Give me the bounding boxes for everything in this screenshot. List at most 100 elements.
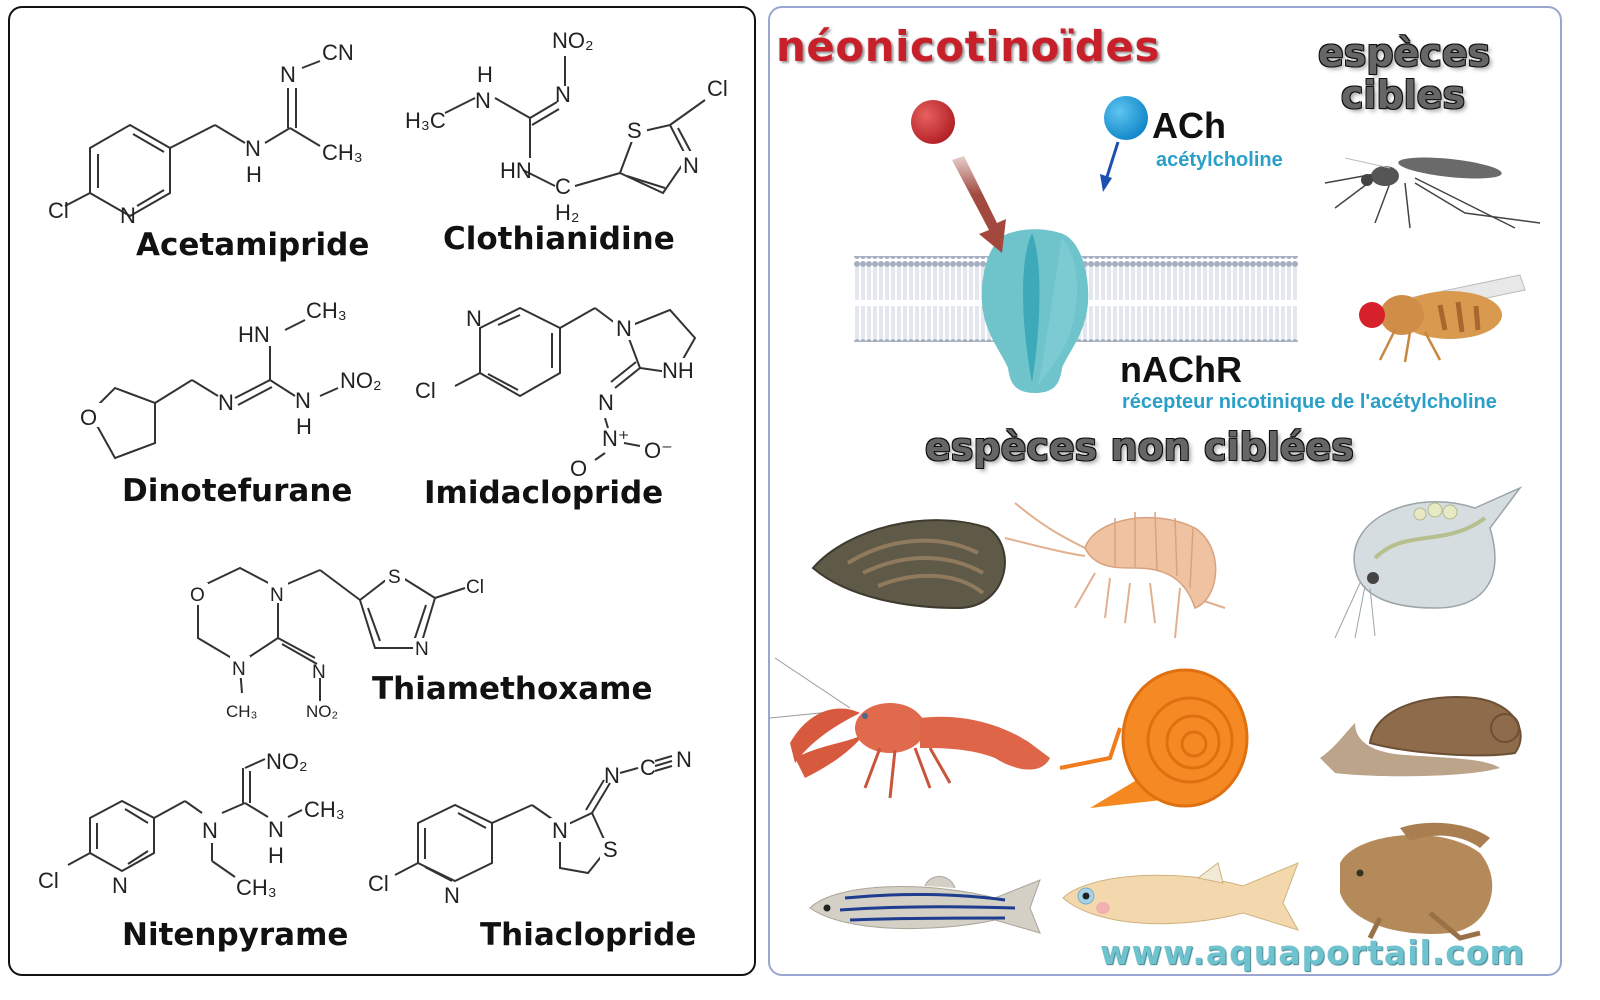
atom-n: N — [268, 817, 284, 842]
atom-c: C — [640, 755, 656, 780]
atom-n: N — [676, 747, 692, 772]
receptor-diagram — [854, 96, 1298, 393]
atom-n: N — [604, 763, 620, 788]
nitenpyrame-structure: Cl N N NO₂ N H CH₃ CH₃ — [38, 749, 345, 900]
atom-cl: Cl — [368, 871, 389, 896]
atom-n: N — [415, 639, 429, 660]
atom-c: C — [555, 174, 571, 199]
atom-h2: H₂ — [555, 200, 579, 225]
clawed-frog-image — [1320, 813, 1510, 948]
atom-ch3: CH₃ — [236, 875, 277, 900]
atom-ch3: CH₃ — [226, 702, 257, 721]
amphipod-image — [1004, 498, 1245, 653]
atom-ch3: CH₃ — [322, 140, 363, 165]
atom-n: N — [466, 306, 482, 331]
molecule-imidaclopride: N Cl N NH N N⁺ O O⁻ — [400, 278, 740, 481]
atom-s: S — [603, 837, 618, 862]
ach-molecule — [1104, 96, 1148, 140]
non-target-species-title: espèces non ciblées — [925, 425, 1354, 469]
molecules-panel: Cl N N H CH₃ N CN Acetamipride NO₂ N H N… — [8, 6, 756, 976]
atom-n: N — [616, 316, 632, 341]
molecule-name: Thiamethoxame — [372, 671, 653, 707]
atom-n: N — [202, 818, 218, 843]
atom-o: O — [190, 585, 205, 606]
medaka-image — [1058, 858, 1308, 943]
molecule-name: Dinotefurane — [122, 473, 353, 509]
atom-n: N — [232, 659, 246, 680]
atom-no2: NO₂ — [266, 749, 308, 774]
atom-n: N — [245, 136, 261, 161]
molecule-nitenpyrame: Cl N N NO₂ N H CH₃ CH₃ — [30, 743, 370, 913]
molecule-name: Imidaclopride — [424, 475, 664, 511]
atom-n: N — [598, 390, 614, 415]
atom-cl: Cl — [48, 198, 69, 223]
atom-cl: Cl — [415, 378, 436, 403]
nachr-receptor — [981, 229, 1089, 393]
neonicotinoid-molecule — [911, 100, 955, 144]
molecule-name: Clothianidine — [443, 221, 675, 257]
molecule-thiamethoxame: O N N CH₃ N NO₂ S N Cl — [170, 543, 500, 723]
atom-h: H — [268, 843, 284, 868]
atom-n-plus: N⁺ — [602, 426, 630, 451]
mosquito-image — [1315, 128, 1545, 243]
acetamipride-structure: Cl N N H CH₃ N CN — [48, 40, 363, 228]
atom-h: H — [246, 162, 262, 187]
atom-n: N — [312, 662, 326, 683]
atom-n: N — [112, 873, 128, 898]
molecule-name: Acetamipride — [136, 227, 370, 263]
molecule-name: Thiaclopride — [480, 917, 697, 953]
atom-cl: Cl — [707, 76, 728, 101]
clothianidine-structure: NO₂ N H N H₃C HN C H₂ S N Cl — [405, 28, 728, 225]
atom-n: N — [555, 82, 571, 107]
receptor-fullname: récepteur nicotinique de l'acétylcholine — [1122, 391, 1497, 413]
molecule-name: Nitenpyrame — [122, 917, 349, 953]
crayfish-image — [770, 648, 1060, 823]
molecule-thiaclopride: Cl N N S N C N — [360, 733, 710, 913]
atom-n: N — [280, 62, 296, 87]
atom-n: N — [552, 818, 568, 843]
molecule-acetamipride: Cl N N H CH₃ N CN — [40, 28, 380, 228]
receptor-label: nAChR — [1120, 349, 1242, 390]
atom-no2: NO₂ — [340, 368, 382, 393]
atom-s: S — [627, 118, 642, 143]
molecule-dinotefurane: O N HN CH₃ N H NO₂ — [60, 288, 400, 468]
ach-fullname: acétylcholine — [1156, 149, 1283, 171]
website-watermark: www.aquaportail.com — [1100, 933, 1525, 972]
target-species-title: espèces cibles — [1318, 31, 1491, 117]
molecule-clothianidine: NO₂ N H N H₃C HN C H₂ S N Cl — [395, 28, 745, 228]
atom-n: N — [683, 153, 699, 178]
fruit-fly-image — [1340, 260, 1540, 375]
atom-ch3: CH₃ — [306, 298, 347, 323]
atom-cn: CN — [322, 40, 354, 65]
atom-o: O — [570, 456, 587, 481]
zebrafish-image — [805, 868, 1045, 943]
atom-o: O — [80, 405, 97, 430]
atom-hn: HN — [238, 322, 270, 347]
atom-n: N — [295, 388, 311, 413]
atom-no2: NO₂ — [306, 702, 338, 721]
mechanism-panel: néonicotinoïdes espèces cibles — [768, 6, 1562, 976]
atom-h: H — [477, 62, 493, 87]
atom-cl: Cl — [38, 868, 59, 893]
ach-label: ACh — [1152, 105, 1226, 146]
atom-n: N — [270, 585, 284, 606]
atom-hn: HN — [500, 158, 532, 183]
atom-no2: NO₂ — [552, 28, 594, 53]
pond-snail-image — [1315, 693, 1535, 788]
thiaclopride-structure: Cl N N S N C N — [368, 747, 692, 908]
atom-h3c: H₃C — [405, 108, 446, 133]
atom-n: N — [475, 88, 491, 113]
atom-o-minus: O⁻ — [644, 438, 673, 463]
atom-cl: Cl — [466, 577, 484, 598]
atom-n: N — [444, 883, 460, 908]
atom-s: S — [388, 567, 401, 588]
neonicotinoid-arrow-icon — [952, 156, 1006, 253]
atom-n: N — [218, 390, 234, 415]
atom-n: N — [120, 203, 136, 228]
thiamethoxame-structure: O N N CH₃ N NO₂ S N Cl — [188, 565, 484, 721]
daphnia-image — [1315, 486, 1525, 653]
diagram-title: néonicotinoïdes — [776, 22, 1160, 71]
dinotefurane-structure: O N HN CH₃ N H NO₂ — [80, 298, 382, 460]
atom-nh: NH — [662, 358, 694, 383]
mussel-image — [808, 508, 1008, 623]
